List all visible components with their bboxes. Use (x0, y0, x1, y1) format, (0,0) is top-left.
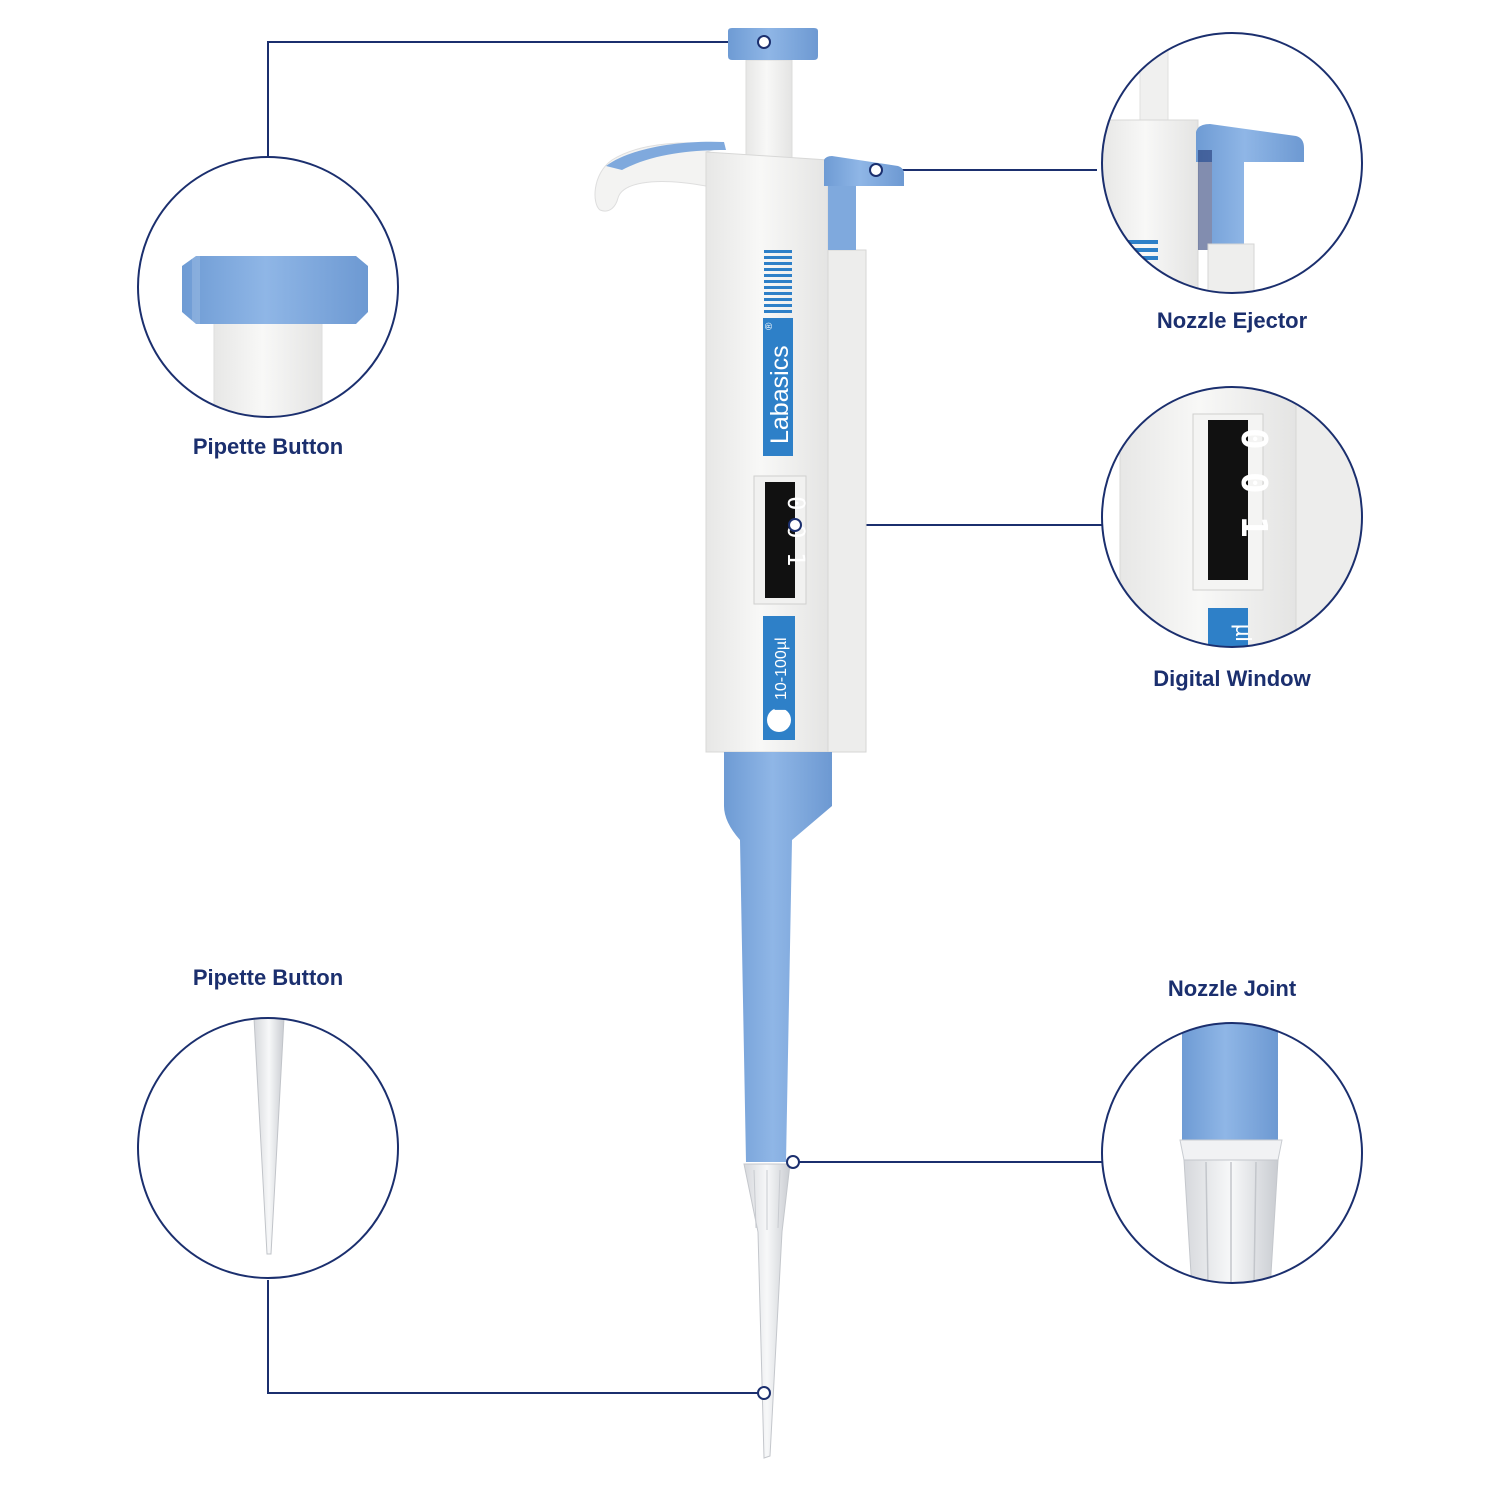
dot-pipette-button (757, 35, 771, 49)
zoom-button-stem (213, 317, 323, 417)
connector-pipette-button (267, 41, 764, 157)
connector-lines (267, 41, 1102, 1394)
zoom-unit-fragment: µl (1231, 624, 1256, 642)
zoom-pipette-tip (137, 1017, 399, 1279)
zoom-joint-ring (1101, 1022, 1363, 1284)
label-nozzle-ejector: Nozzle Ejector (1157, 308, 1308, 333)
dot-nozzle-ejector (869, 163, 883, 177)
zoom-joint-collar (1179, 1139, 1283, 1161)
zoom-tip-ring (137, 1017, 399, 1279)
zoom-ejector-plunger (1139, 33, 1169, 130)
dot-digital-window (788, 518, 802, 532)
digit-3: 1 (782, 552, 810, 566)
tip-ribs (753, 1169, 781, 1230)
zoom-nozzle-ejector (1101, 32, 1363, 294)
dot-pipette-tip (757, 1386, 771, 1400)
label-nozzle-joint: Nozzle Joint (1168, 976, 1297, 1001)
zoom-window-display (1208, 420, 1248, 580)
plunger-button[interactable] (728, 28, 818, 60)
digital-window (765, 482, 795, 598)
zoom-button-ring (137, 156, 399, 418)
zoom-pipette-button (137, 156, 399, 418)
volume-range: 10-100µl (773, 637, 790, 700)
model-badge-circle (767, 708, 791, 732)
zoom-ejector-cap (1196, 124, 1304, 244)
digit-1: 0 (782, 496, 810, 510)
label-pipette-tip: Pipette Button (193, 965, 343, 990)
label-digital-window: Digital Window (1153, 666, 1311, 691)
callout-labels: Pipette Button Nozzle Ejector Digital Wi… (193, 308, 1312, 1001)
brand-name: Labasics (766, 345, 794, 444)
connector-pipette-tip (267, 1280, 764, 1394)
zoom-window-ring (1101, 386, 1363, 648)
zoom-unit-label (1208, 608, 1248, 647)
label-pipette-button: Pipette Button (193, 434, 343, 459)
zoom-digit-3: 1 (1233, 516, 1274, 538)
connector-dots (757, 35, 883, 1400)
zoom-digit-1: 0 (1233, 428, 1274, 450)
brand-label (763, 318, 793, 456)
finger-hook-blue (606, 141, 726, 170)
dot-nozzle-joint (786, 1155, 800, 1169)
lower-shaft (724, 752, 832, 1162)
ejector-cap[interactable] (824, 156, 904, 186)
model-badge: M (771, 697, 790, 711)
zoom-button-cap (182, 256, 368, 324)
zoom-tip (253, 1018, 285, 1255)
ejector-shaft (828, 180, 856, 250)
pipette: Labasics ® 0 0 1 M 10-100µl (594, 28, 904, 1459)
brand-registered-mark: ® (764, 322, 775, 330)
ejector-rail (827, 249, 867, 753)
zoom-digital-window: 0 0 1 µl (1101, 386, 1363, 648)
zoom-joint-shaft (1182, 1023, 1278, 1145)
grip-stripes (764, 250, 792, 313)
zoom-ejector-body (1102, 119, 1199, 293)
zoom-digit-2: 0 (1233, 472, 1274, 494)
zoom-nozzle-joint (1101, 1022, 1363, 1284)
zoom-ejector-ring (1101, 32, 1363, 294)
plunger-stem (745, 59, 793, 161)
